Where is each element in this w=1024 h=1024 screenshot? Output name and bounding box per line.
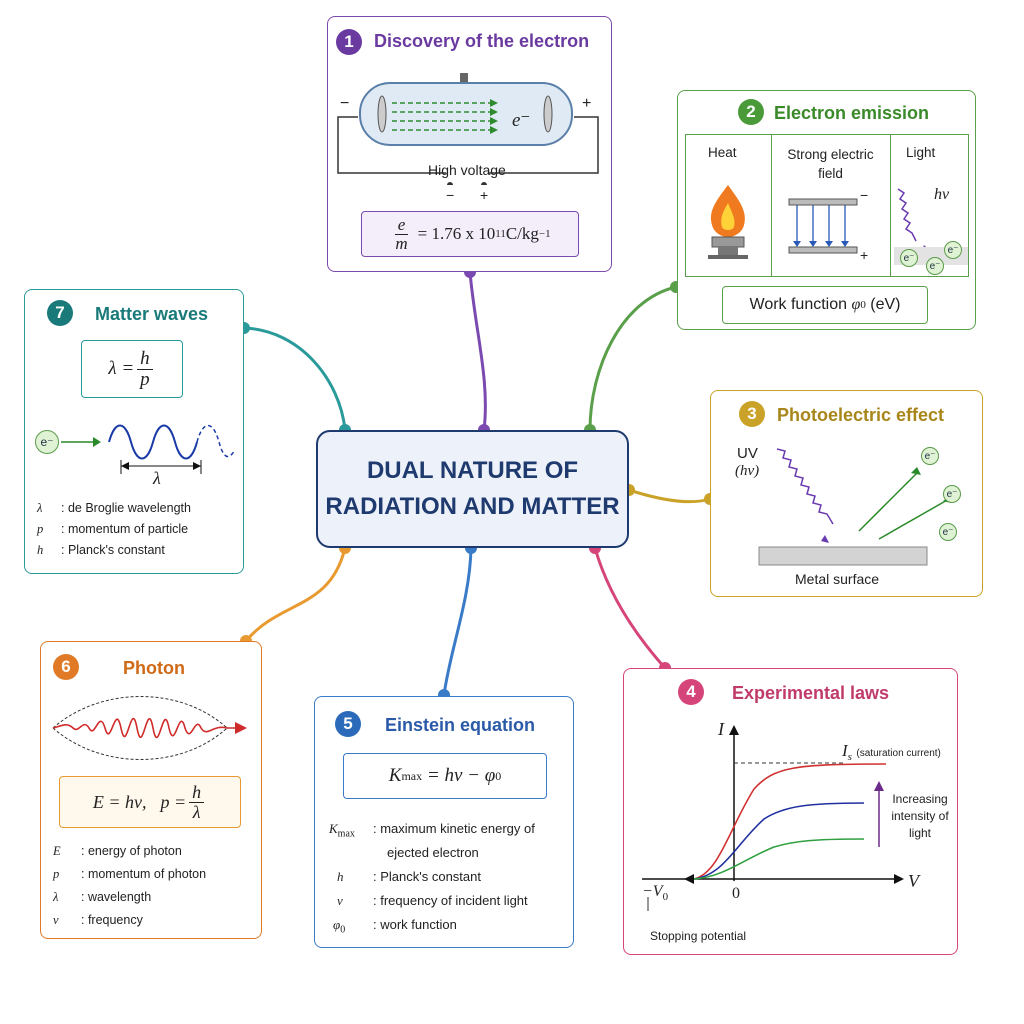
electron-icon: e⁻ bbox=[900, 249, 918, 267]
legend-row: λ: wavelength bbox=[53, 890, 152, 904]
voltage-minus-label: − bbox=[446, 187, 455, 203]
plate-plus-label: + bbox=[860, 247, 869, 263]
legend-row: h: Planck's constant bbox=[37, 543, 165, 557]
card-title: Discovery of the electron bbox=[374, 31, 590, 51]
card-title: Einstein equation bbox=[385, 715, 536, 735]
axis-v-label: V bbox=[908, 871, 919, 891]
current-voltage-graph bbox=[642, 725, 904, 911]
legend-row: φ0: work function bbox=[333, 916, 457, 936]
center-title-line1: DUAL NATURE OF bbox=[366, 457, 579, 484]
method-field-label: Strong electric field bbox=[787, 147, 874, 181]
electron-icon: e⁻ bbox=[944, 241, 962, 259]
matter-wave-diagram bbox=[61, 424, 236, 474]
electron-icon: e⁻ bbox=[926, 257, 944, 275]
legend-row: Kmax: maximum kinetic energy of bbox=[329, 821, 535, 840]
origin-label: 0 bbox=[732, 885, 740, 902]
card-experimental-laws: 4 Experimental laws I V Is (saturation c… bbox=[623, 668, 958, 955]
flame-icon bbox=[708, 185, 748, 259]
legend-row: p: momentum of photon bbox=[53, 867, 207, 881]
card-discovery-of-electron: 1 Discovery of the electron − + e⁻ High … bbox=[327, 16, 612, 272]
card-number-badge: 4 bbox=[678, 679, 704, 705]
method-heat-label: Heat bbox=[708, 145, 737, 160]
electron-icon: e⁻ bbox=[939, 523, 957, 541]
card-number-badge: 1 bbox=[336, 29, 362, 55]
card-number-badge: 6 bbox=[53, 654, 79, 680]
card-number-badge: 5 bbox=[335, 711, 361, 737]
emission-methods-panel bbox=[685, 134, 969, 277]
method-light-label: Light bbox=[906, 145, 936, 160]
stopping-voltage-label: −V0 bbox=[642, 883, 669, 904]
card-title: Photoelectric effect bbox=[777, 405, 945, 425]
matter-waves-legend: λ: de Broglie wavelength p: momentum of … bbox=[37, 498, 191, 561]
electron-icon: e⁻ bbox=[921, 447, 939, 465]
legend-row: λ: de Broglie wavelength bbox=[37, 501, 191, 515]
photoelectric-diagram bbox=[758, 448, 951, 566]
center-node: DUAL NATURE OF RADIATION AND MATTER bbox=[316, 430, 629, 548]
panel-divider bbox=[890, 135, 891, 276]
electron-label: e⁻ bbox=[512, 110, 531, 131]
card-number-badge: 7 bbox=[47, 300, 73, 326]
saturation-current-label: Is (saturation current) bbox=[842, 741, 941, 764]
electron-icon: e⁻ bbox=[943, 485, 961, 503]
legend-row: p: momentum of particle bbox=[37, 522, 189, 536]
wavelength-label: λ bbox=[153, 468, 161, 488]
legend-row: ν: frequency of incident light bbox=[337, 892, 528, 908]
card-title: Matter waves bbox=[95, 304, 209, 324]
cathode-ray-tube-diagram bbox=[337, 73, 599, 185]
card-electron-emission: 2 Electron emission Heat Strong electric… bbox=[677, 90, 976, 330]
stopping-potential-label: Stopping potential bbox=[650, 929, 747, 943]
anode-plus-label: + bbox=[582, 95, 592, 112]
legend-row: ejected electron bbox=[387, 844, 479, 860]
uv-label: UV bbox=[737, 445, 758, 462]
panel-divider bbox=[771, 135, 772, 276]
card-title: Experimental laws bbox=[732, 683, 890, 703]
card-title: Photon bbox=[123, 658, 185, 678]
plate-minus-label: − bbox=[860, 187, 869, 203]
legend-row: ν: frequency bbox=[53, 913, 143, 927]
electron-icon: e⁻ bbox=[35, 430, 59, 454]
legend-row: E: energy of photon bbox=[53, 844, 182, 858]
voltage-plus-label: + bbox=[480, 187, 489, 203]
card-number-badge: 3 bbox=[739, 401, 765, 427]
metal-surface-label: Metal surface bbox=[795, 571, 880, 587]
einstein-legend: Kmax: maximum kinetic energy of ejected … bbox=[329, 817, 535, 942]
photon-energy-label: hν bbox=[934, 186, 950, 203]
card-number-badge: 2 bbox=[738, 99, 764, 125]
center-title-line2: RADIATION AND MATTER bbox=[325, 493, 620, 520]
cathode-minus-label: − bbox=[340, 95, 350, 112]
card-title: Electron emission bbox=[774, 103, 930, 123]
photon-legend: E: energy of photon p: momentum of photo… bbox=[53, 840, 206, 932]
axis-i-label: I bbox=[718, 719, 724, 739]
legend-row: h: Planck's constant bbox=[337, 868, 481, 884]
hv-label: (hν) bbox=[735, 463, 760, 479]
increasing-intensity-label: Increasing intensity of light bbox=[891, 792, 949, 840]
wave-packet-icon bbox=[52, 696, 247, 760]
electric-field-plates-icon bbox=[788, 198, 858, 254]
card-photoelectric-effect: 3 Photoelectric effect UV (hν) e⁻ e⁻ e⁻ … bbox=[710, 390, 983, 597]
high-voltage-label: High voltage bbox=[428, 162, 506, 178]
